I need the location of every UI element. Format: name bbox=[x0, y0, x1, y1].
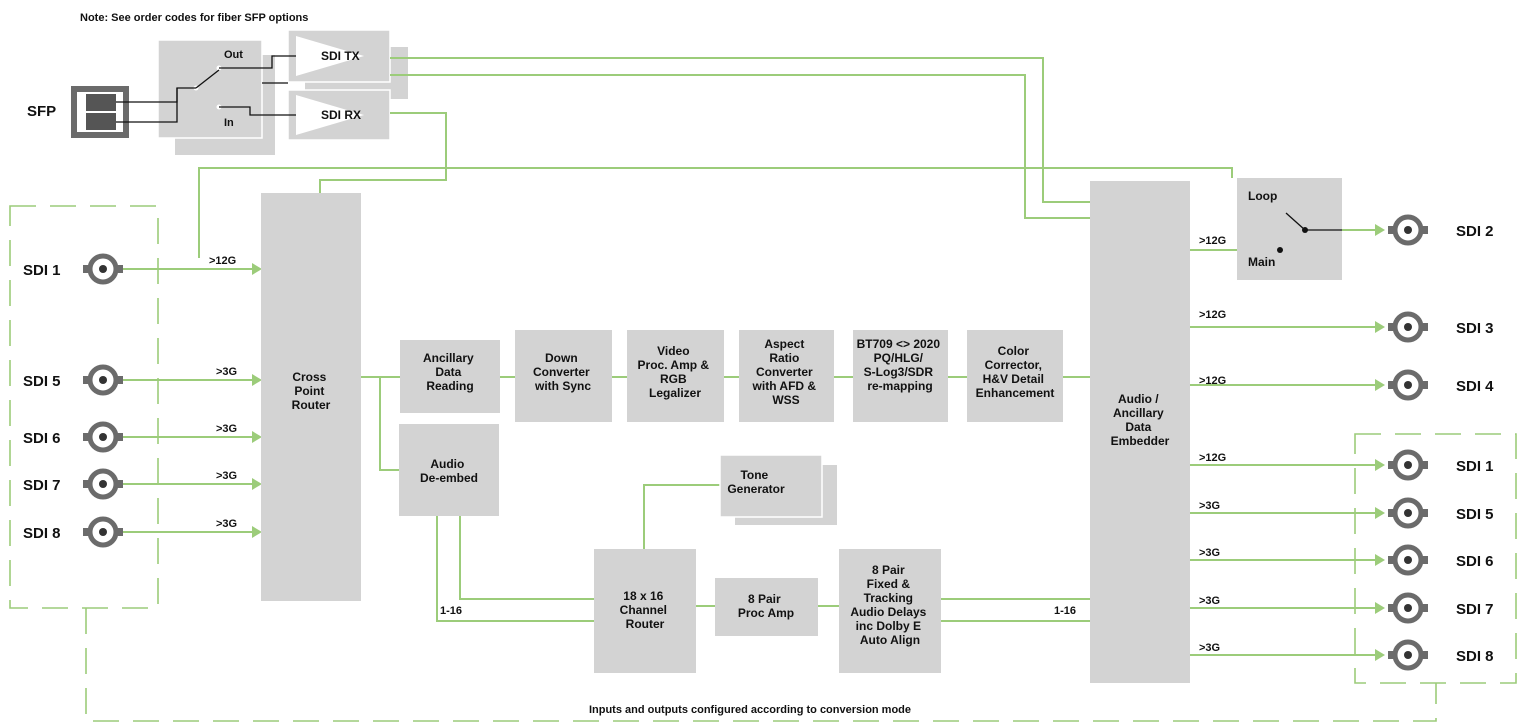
sdi8-input-label: SDI 8 bbox=[23, 525, 61, 542]
conversion-mode-note: Inputs and outputs configured according … bbox=[589, 704, 911, 716]
sdi3-output-label: SDI 3 bbox=[1456, 320, 1494, 337]
sdi2-output-bnc-icon bbox=[1388, 217, 1428, 243]
sdi7-input-rate: >3G bbox=[216, 470, 237, 482]
sfp-label: SFP bbox=[27, 103, 56, 120]
sfp-note: Note: See order codes for fiber SFP opti… bbox=[80, 12, 308, 24]
audio-anc-embedder-label: Audio / Ancillary Data Embedder bbox=[1111, 392, 1170, 448]
sdi8-input-bnc-icon bbox=[83, 519, 123, 545]
loop-main-switch bbox=[1237, 178, 1342, 280]
sdi8-input-rate: >3G bbox=[216, 518, 237, 530]
sfp-in-label: In bbox=[224, 117, 234, 129]
sdi5-output-bnc-icon bbox=[1388, 500, 1428, 526]
audio-proc-amp-block bbox=[715, 578, 818, 636]
down-converter-block bbox=[515, 330, 612, 422]
loop-label: Loop bbox=[1248, 189, 1277, 203]
audio-out-channels-label: 1-16 bbox=[1054, 605, 1076, 617]
sdi2-output-label: SDI 2 bbox=[1456, 223, 1494, 240]
sdi3-output-rate: >12G bbox=[1199, 309, 1226, 321]
color-corrector-block bbox=[967, 330, 1063, 422]
input-group-border bbox=[9, 205, 159, 609]
output-group-border bbox=[1354, 433, 1517, 684]
channel-router-label: 18 x 16 Channel Router bbox=[620, 589, 671, 631]
cross-point-router-label: Cross Point Router bbox=[292, 370, 331, 412]
sdi5-input-label: SDI 5 bbox=[23, 373, 61, 390]
audio-deembed-label: Audio De-embed bbox=[420, 457, 478, 485]
audio-delays-label: 8 Pair Fixed & Tracking Audio Delays inc… bbox=[850, 563, 929, 647]
sdi-tx-label: SDI TX bbox=[321, 49, 360, 63]
sdi8-output-rate: >3G bbox=[1199, 642, 1220, 654]
ancillary-data-reading-label: Ancillary Data Reading bbox=[423, 351, 477, 393]
down-converter-label: Down Converter with Sync bbox=[533, 351, 593, 393]
sdi7-output-bnc-icon bbox=[1388, 595, 1428, 621]
sdi4-output-rate: >12G bbox=[1199, 375, 1226, 387]
sdi6-output-bnc-icon bbox=[1388, 547, 1428, 573]
sdi7-input-label: SDI 7 bbox=[23, 477, 61, 494]
tone-generator-block bbox=[719, 454, 823, 518]
audio-deembed-block bbox=[399, 424, 499, 516]
sdi6-output-label: SDI 6 bbox=[1456, 553, 1494, 570]
sdi2-output-rate: >12G bbox=[1199, 235, 1226, 247]
sfp-port-top bbox=[86, 94, 116, 111]
aspect-ratio-label: Aspect Ratio Converter with AFD & WSS bbox=[752, 337, 820, 407]
sdi5-input-rate: >3G bbox=[216, 366, 237, 378]
sdi5-output-rate: >3G bbox=[1199, 500, 1220, 512]
color-corrector-label: Color Corrector, H&V Detail Enhancement bbox=[976, 344, 1055, 400]
main-label: Main bbox=[1248, 255, 1275, 269]
sdi8-output-bnc-icon bbox=[1388, 642, 1428, 668]
sdi1-input-bnc-icon bbox=[83, 256, 123, 282]
proc-amp-block bbox=[627, 330, 724, 422]
sdi1-input-rate: >12G bbox=[209, 255, 236, 267]
sdi3-output-bnc-icon bbox=[1388, 314, 1428, 340]
audio-anc-embedder bbox=[1090, 181, 1190, 683]
proc-amp-label: Video Proc. Amp & RGB Legalizer bbox=[638, 344, 713, 400]
sdi5-output-label: SDI 5 bbox=[1456, 506, 1494, 523]
aspect-ratio-block bbox=[739, 330, 834, 422]
bt709-2020-block bbox=[853, 330, 948, 422]
conversion-mode-border bbox=[85, 608, 1437, 722]
sdi8-output-label: SDI 8 bbox=[1456, 648, 1494, 665]
sdi1-output-bnc-icon bbox=[1388, 452, 1428, 478]
audio-in-channels-label: 1-16 bbox=[440, 605, 462, 617]
sdi1-output-label: SDI 1 bbox=[1456, 458, 1494, 475]
sfp-port-bottom bbox=[86, 113, 116, 130]
ancillary-data-reading-block bbox=[400, 340, 500, 413]
sdi7-output-label: SDI 7 bbox=[1456, 601, 1494, 618]
sdi6-input-rate: >3G bbox=[216, 423, 237, 435]
audio-proc-amp-label: 8 Pair Proc Amp bbox=[738, 592, 794, 620]
sdi4-output-bnc-icon bbox=[1388, 372, 1428, 398]
sdi6-input-bnc-icon bbox=[83, 424, 123, 450]
audio-delays-block bbox=[839, 549, 941, 673]
tone-generator-label: Tone Generator bbox=[727, 468, 785, 496]
sfp-out-label: Out bbox=[224, 49, 243, 61]
sfp-switch-box bbox=[157, 39, 263, 139]
sdi6-output-rate: >3G bbox=[1199, 547, 1220, 559]
sdi-rx-label: SDI RX bbox=[321, 108, 361, 122]
sdi5-input-bnc-icon bbox=[83, 367, 123, 393]
sdi6-input-label: SDI 6 bbox=[23, 430, 61, 447]
bt709-2020-label: BT709 <> 2020 PQ/HLG/ S-Log3/SDR re-mapp… bbox=[857, 337, 944, 393]
sdi1-output-rate: >12G bbox=[1199, 452, 1226, 464]
sdi7-input-bnc-icon bbox=[83, 471, 123, 497]
sdi4-output-label: SDI 4 bbox=[1456, 378, 1494, 395]
sdi1-input-label: SDI 1 bbox=[23, 262, 61, 279]
channel-router-block bbox=[594, 549, 696, 673]
sdi7-output-rate: >3G bbox=[1199, 595, 1220, 607]
cross-point-router bbox=[261, 193, 361, 601]
